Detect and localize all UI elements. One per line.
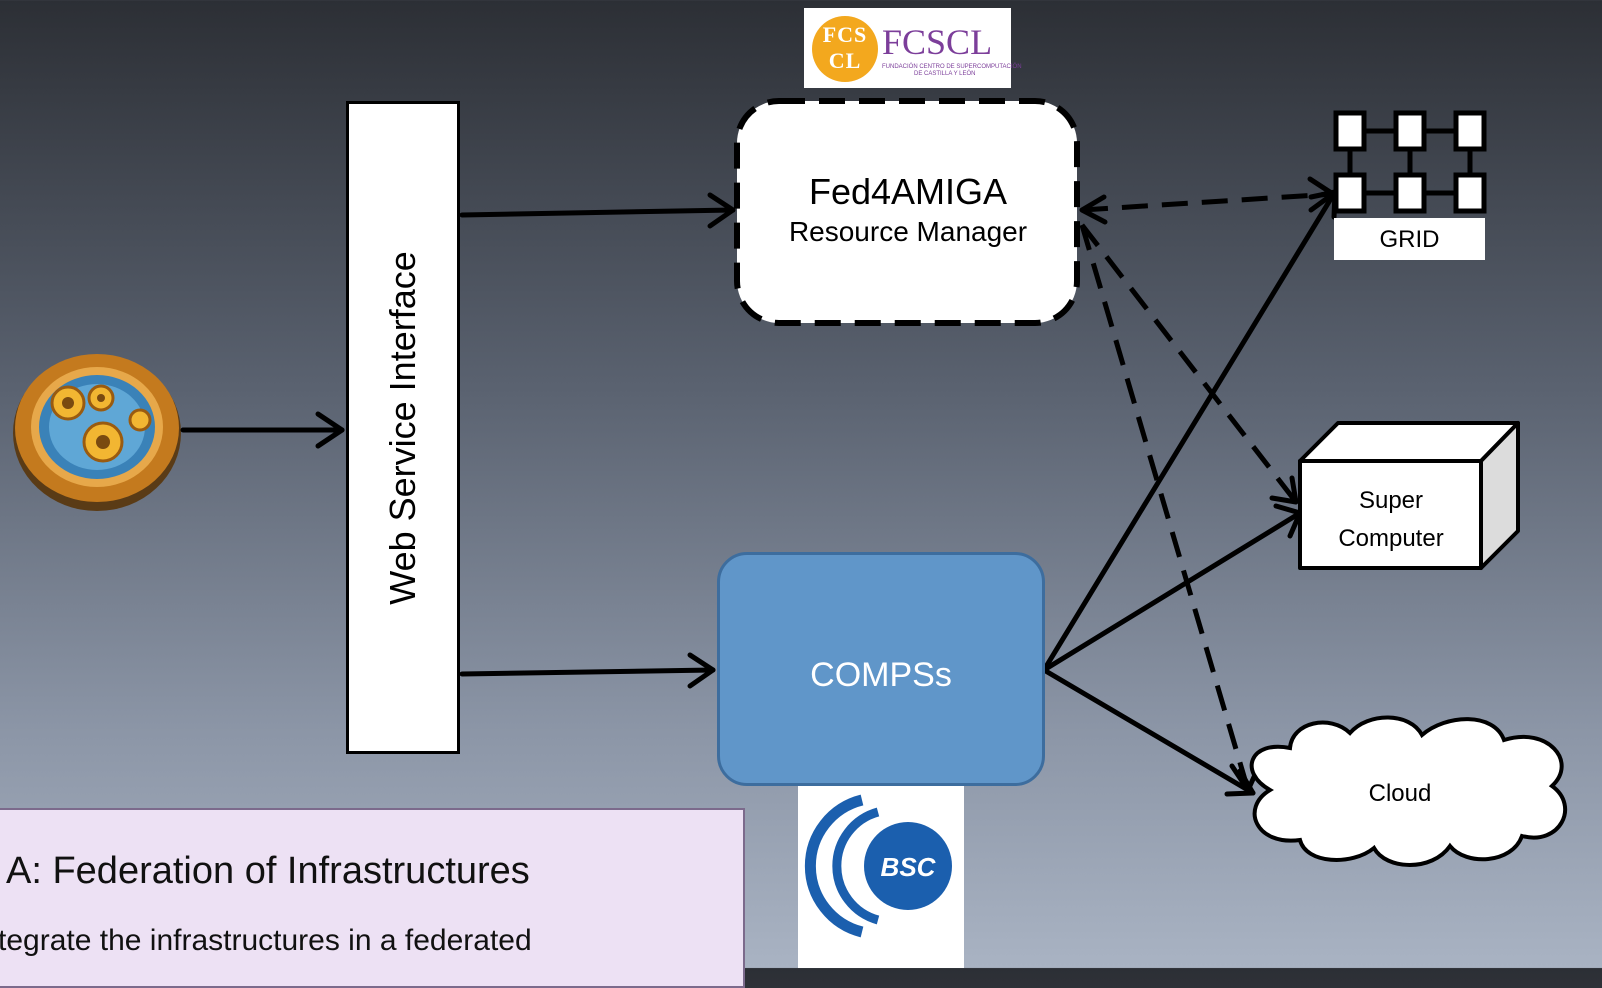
info-box-title: A: Federation of Infrastructures (6, 850, 530, 892)
server-icon (1298, 421, 1520, 570)
edge-fed-cloud (1079, 224, 1251, 791)
grid-label-box (1334, 218, 1485, 260)
edge-wsi-fed (459, 207, 736, 218)
supercomputer-label-line2: Computer (1338, 525, 1444, 552)
bsc-logo-graphic (804, 794, 952, 938)
edge-wsi-compss (459, 667, 716, 677)
fcscl-badge-text: FCS CL (822, 22, 868, 73)
supercomputer-label-line1: Super (1358, 487, 1424, 514)
edge-compss-super (1041, 510, 1303, 673)
compss-node: COMPSs (717, 552, 1045, 786)
compss-label: COMPSs (810, 655, 952, 694)
fed4amiga-title: Fed4AMIGA (808, 171, 1008, 212)
web-service-interface: Web Service Interface (346, 101, 460, 754)
fed4amiga-node: Fed4AMIGA Resource Manager (740, 170, 1076, 250)
fcscl-logo: FCS CL FCSCL FUNDACIÓN CENTRO DE SUPERCO… (804, 8, 1022, 88)
bsc-logo: BSC (798, 786, 964, 968)
cloud-icon (1249, 715, 1567, 867)
gears-icon (13, 354, 181, 511)
fed4amiga-box (734, 98, 1080, 326)
fcscl-caption-1: FUNDACIÓN CENTRO DE SUPERCOMPUTACIÓN (882, 64, 1022, 70)
grid-label: GRID (1379, 226, 1440, 253)
web-service-interface-label: Web Service Interface (382, 250, 423, 605)
edge-compss-cloud (1041, 667, 1256, 796)
cloud-label: Cloud (1368, 780, 1432, 807)
arrowhead (1079, 194, 1108, 225)
fcscl-badge: FCS CL (812, 16, 878, 82)
bsc-logo-text: BSC (880, 852, 936, 882)
info-box-text: tegrate the infrastructures in a federat… (0, 924, 532, 957)
arrowhead (687, 652, 716, 689)
edge-compss-grid (1041, 189, 1338, 673)
arrowhead (315, 411, 345, 449)
info-box (0, 808, 745, 988)
arrowhead (1307, 176, 1336, 213)
edge-fed-super (1080, 223, 1298, 504)
fcscl-name: FCSCL (882, 22, 993, 62)
supercomputer-label: Super Computer (1302, 482, 1480, 558)
grid-icon (1333, 110, 1487, 214)
arrowhead (1269, 475, 1299, 505)
edge-fed-grid (1081, 191, 1334, 213)
diagram-canvas (13, 98, 1567, 867)
fed4amiga-subtitle: Resource Manager (788, 216, 1028, 247)
fcscl-caption-2: DE CASTILLA Y LEÓN (914, 71, 976, 77)
arrowhead (707, 192, 736, 229)
